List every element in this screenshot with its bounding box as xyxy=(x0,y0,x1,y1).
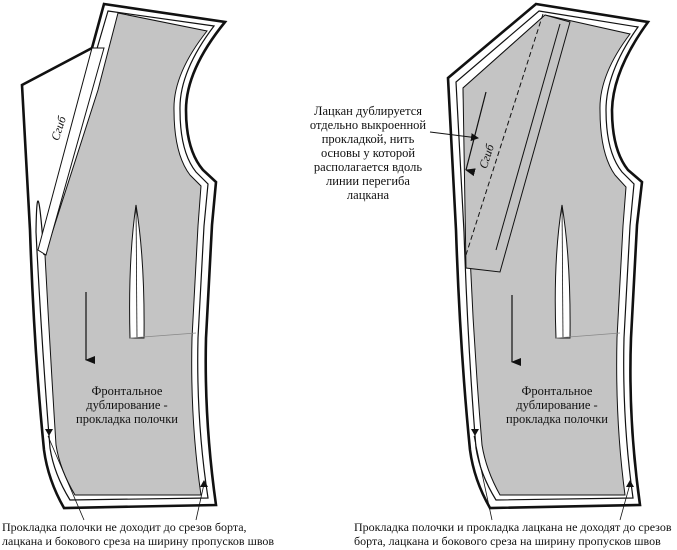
left-leader-2 xyxy=(195,483,205,521)
lapel-note: Лацкан дублируется отдельно выкроенной п… xyxy=(300,104,436,202)
right-caption: Прокладка полочки и прокладка лацкана не… xyxy=(354,520,677,548)
left-interlining-label-line-2: дублирование - xyxy=(86,398,168,412)
right-interlining-label-line-1: Фронтальное xyxy=(521,384,593,398)
left-dart-centerline xyxy=(135,204,138,339)
right-leader-2 xyxy=(619,483,631,521)
left-edge-marker-2 xyxy=(200,480,208,487)
left-edge-marker-1 xyxy=(45,429,53,436)
right-lapel-fold-line xyxy=(464,13,544,259)
right-dart-centerline xyxy=(561,204,564,339)
left-interlining xyxy=(44,12,208,496)
left-interlining-label: Фронтальное дублирование - прокладка пол… xyxy=(62,384,192,426)
left-panel-seam-line xyxy=(35,10,216,501)
left-interlining-label-line-3: прокладка полочки xyxy=(76,412,178,426)
left-interlining-label-line-1: Фронтальное xyxy=(91,384,163,398)
right-dart-baseline xyxy=(555,332,621,339)
right-panel-seam-line xyxy=(455,10,640,501)
right-caption-line-1: Прокладка полочки и прокладка лацкана не… xyxy=(354,520,672,534)
left-leader-1 xyxy=(47,435,85,521)
left-front-panel xyxy=(20,2,228,521)
right-leader-1 xyxy=(473,435,493,521)
right-lapel-interlining xyxy=(462,14,571,273)
lapel-note-line-4: основы у которой xyxy=(320,146,416,160)
right-caption-line-2: борта, лацкана и бокового среза на ширин… xyxy=(354,534,661,548)
right-interlining-label-line-2: дублирование - xyxy=(516,398,598,412)
left-caption: Прокладка полочки не доходит до срезов б… xyxy=(2,520,302,548)
right-lapel-gap-line xyxy=(495,23,561,251)
lapel-note-line-2: отдельно выкроенной xyxy=(309,118,427,132)
left-caption-line-2: лацкана и бокового среза на ширину пропу… xyxy=(2,534,275,548)
lapel-note-line-5: располагается вдоль xyxy=(313,160,423,174)
right-lapel-grain-arrow xyxy=(465,91,487,177)
left-caption-line-1: Прокладка полочки не доходит до срезов б… xyxy=(2,520,247,534)
left-dart-baseline xyxy=(129,332,197,339)
right-interlining-label-line-3: прокладка полочки xyxy=(506,412,608,426)
lapel-note-line-1: Лацкан дублируется xyxy=(313,104,422,118)
left-lapel-strip xyxy=(37,47,105,256)
right-edge-marker-1 xyxy=(471,429,479,436)
lapel-note-line-7: лацкана xyxy=(346,188,390,202)
lapel-note-line-6: линии перегиба xyxy=(326,174,410,188)
right-note-pointer xyxy=(429,131,479,142)
right-edge-marker-2 xyxy=(626,480,634,487)
lapel-note-line-3: прокладкой, нить xyxy=(321,132,415,146)
right-interlining-label: Фронтальное дублирование - прокладка пол… xyxy=(492,384,622,426)
right-front-panel xyxy=(429,2,651,521)
